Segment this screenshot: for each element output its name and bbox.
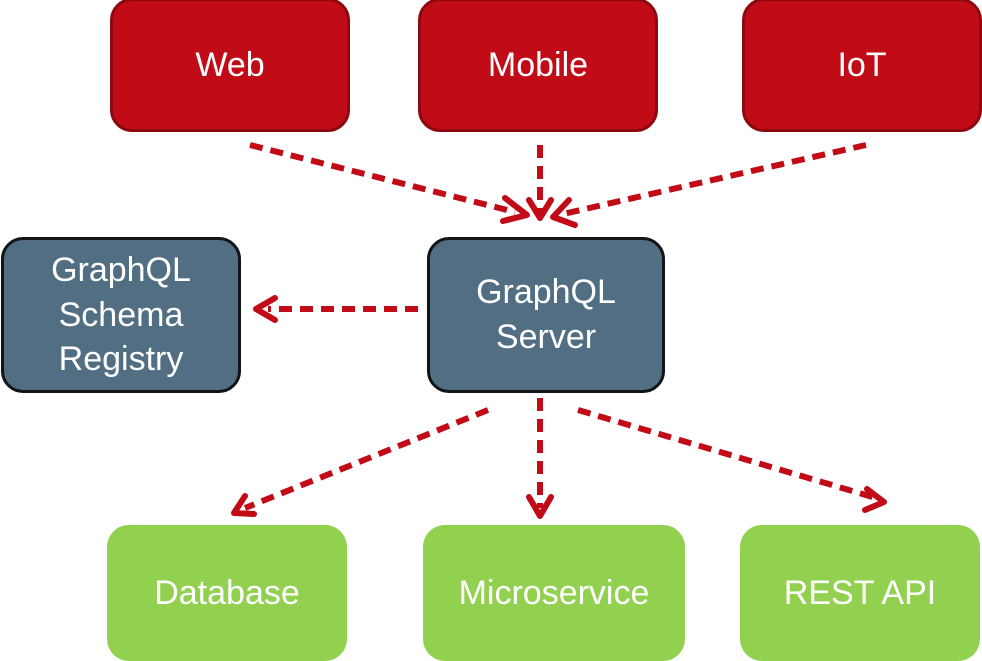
node-mobile-label: Mobile	[487, 45, 589, 84]
node-web: Web	[110, 0, 350, 132]
node-graphql-schema-registry: GraphQL Schema Registry	[1, 237, 241, 393]
node-rest-api: REST API	[740, 525, 980, 661]
node-microservice-label: Microservice	[458, 573, 650, 612]
node-microservice: Microservice	[423, 525, 685, 661]
arrowhead-icon	[862, 486, 887, 513]
node-database: Database	[107, 525, 347, 661]
node-graphql-server: GraphQL Server	[427, 237, 665, 393]
arrowhead-icon	[526, 197, 554, 221]
node-web-label: Web	[195, 45, 265, 84]
arrowhead-icon	[526, 494, 554, 519]
node-database-label: Database	[154, 573, 300, 612]
edge-server-to-rest-api	[577, 407, 887, 513]
node-registry-label-line-3: Registry	[58, 340, 184, 379]
edge-mobile-to-server	[526, 145, 554, 221]
arrowhead-icon	[500, 195, 530, 224]
node-registry-label-line-2: Schema	[58, 295, 184, 334]
arrowhead-icon	[253, 295, 278, 323]
edge-server-to-database	[231, 407, 490, 517]
edge-iot-to-server	[550, 142, 867, 228]
arrowhead-icon	[231, 493, 257, 517]
node-mobile: Mobile	[418, 0, 658, 132]
node-iot-label: IoT	[837, 45, 887, 84]
edge-server-to-registry	[253, 295, 418, 323]
node-iot: IoT	[742, 0, 982, 132]
arrowhead-icon	[550, 197, 578, 228]
edge-server-to-microservice	[526, 398, 554, 519]
node-registry-label-line-1: GraphQL	[51, 250, 191, 289]
node-server-label-line-2: Server	[495, 318, 597, 356]
edge-web-to-server	[249, 142, 530, 224]
node-rest-api-label: REST API	[783, 573, 937, 612]
node-server-label-line-1: GraphQL	[476, 273, 616, 312]
